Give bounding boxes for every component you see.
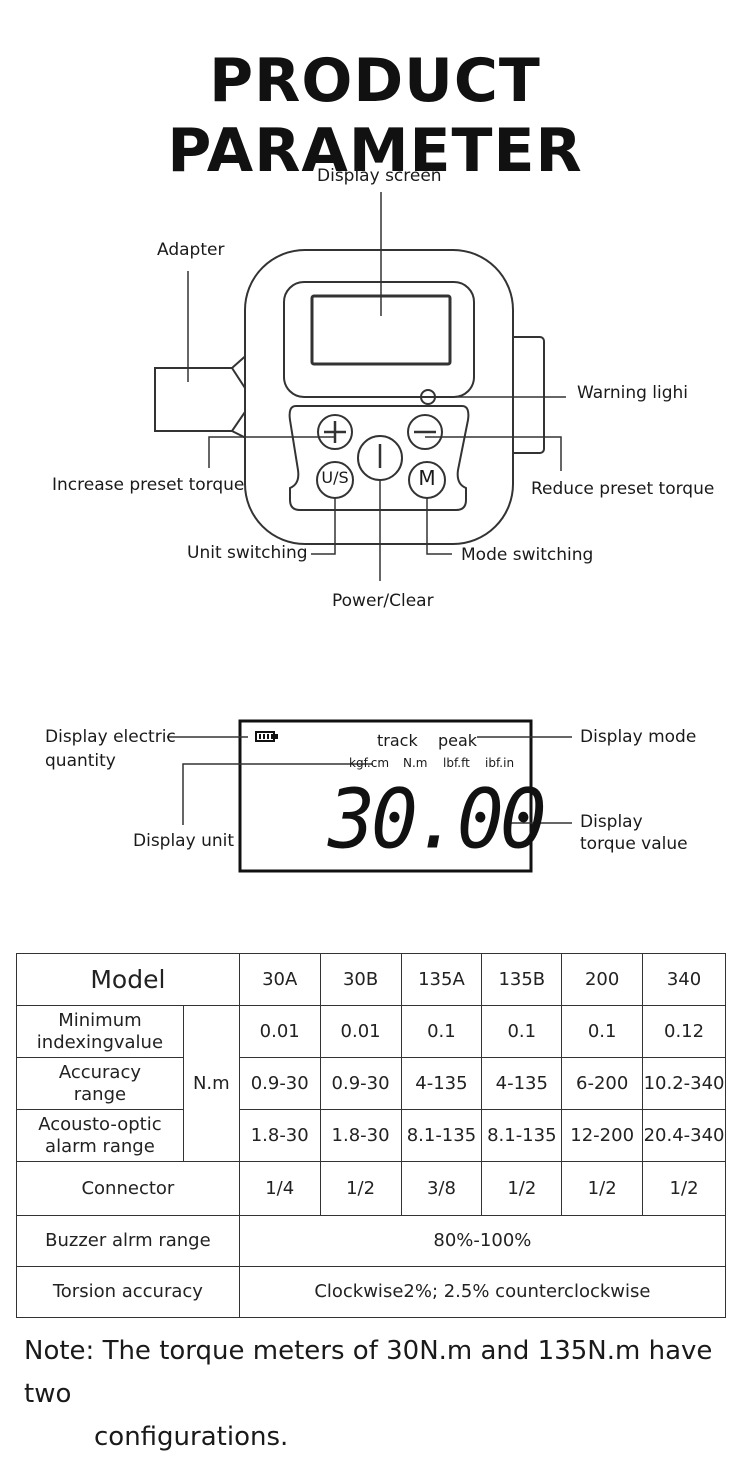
- table-cell: 1.8-30: [319, 1109, 402, 1162]
- row-label: Torsion accuracy: [16, 1266, 240, 1318]
- row-label: Buzzer alrm range: [16, 1215, 240, 1267]
- row-label: Minimum indexingvalue: [16, 1005, 184, 1058]
- leader-unit-display: [182, 763, 373, 825]
- table-cell: 0.01: [319, 1005, 402, 1058]
- table-cell: 8.1-135: [400, 1109, 483, 1162]
- table-row: Accuracy range 0.9-30 0.9-30 4-135 4-135…: [16, 1057, 726, 1110]
- row-label-line: indexingvalue: [36, 1031, 164, 1053]
- table-cell: 4-135: [481, 1057, 563, 1110]
- unit-cell: N.m: [182, 1005, 240, 1162]
- table-cell: 12-200: [561, 1109, 644, 1162]
- table-cell: 1/2: [481, 1161, 563, 1216]
- lcd-frame: [238, 719, 533, 873]
- row-label: Acousto-optic alarm range: [16, 1109, 184, 1162]
- table-cell: 80%-100%: [238, 1215, 727, 1267]
- table-cell: 10.2-340: [642, 1057, 726, 1110]
- note-line-1: Note: The torque meters of 30N.m and 135…: [24, 1336, 713, 1409]
- table-row: Minimum indexingvalue N.m 0.01 0.01 0.1 …: [16, 1005, 726, 1162]
- lcd-unit-nm: N.m: [403, 756, 428, 770]
- label-display-screen: Display screen: [317, 166, 442, 186]
- table-cell: 1/2: [561, 1161, 644, 1216]
- model-cell: 30A: [238, 953, 321, 1006]
- table-cell: 6-200: [561, 1057, 644, 1110]
- label-torque-1: Display: [580, 812, 643, 832]
- row-label-line: Minimum: [58, 1009, 142, 1031]
- lcd-mode-peak: peak: [438, 731, 478, 750]
- leader-increase: [208, 436, 335, 468]
- lcd-unit-lbfft: lbf.ft: [443, 756, 470, 770]
- model-cell: 30B: [319, 953, 402, 1006]
- parameter-table: Model 30A 30B 135A 135B 200 340 Minimum …: [16, 953, 727, 1318]
- plus-icon: [324, 421, 346, 443]
- table-cell: 0.9-30: [238, 1057, 321, 1110]
- row-label: Connector: [16, 1161, 240, 1216]
- model-cell: 135B: [481, 953, 563, 1006]
- model-header: Model: [16, 953, 240, 1006]
- label-unit-switching: Unit switching: [187, 543, 308, 563]
- label-electric-2: quantity: [45, 751, 116, 771]
- label-display-unit: Display unit: [133, 831, 235, 851]
- table-cell: 20.4-340: [642, 1109, 726, 1162]
- lcd-illustration: [167, 719, 572, 873]
- minus-button: [407, 414, 443, 450]
- table-cell: 0.1: [400, 1005, 483, 1058]
- table-cell: 1.8-30: [238, 1109, 321, 1162]
- table-cell: 1/2: [319, 1161, 402, 1216]
- table-row: Acousto-optic alarm range 1.8-30 1.8-30 …: [16, 1109, 726, 1162]
- lcd-unit-ibfin: ibf.in: [485, 756, 515, 770]
- button-panel: [288, 405, 470, 511]
- table-cell: 1/2: [642, 1161, 726, 1216]
- table-row-model: Model 30A 30B 135A 135B 200 340: [16, 953, 726, 1006]
- label-display-mode: Display mode: [580, 727, 697, 747]
- leader-unit: [311, 498, 336, 555]
- label-power-clear: Power/Clear: [332, 591, 434, 611]
- table-row-torsion: Torsion accuracy Clockwise2%; 2.5% count…: [16, 1266, 727, 1318]
- label-mode-switching: Mode switching: [461, 545, 594, 565]
- table-cell: 4-135: [400, 1057, 483, 1110]
- plus-button: [317, 414, 353, 450]
- device-illustration: [154, 192, 566, 581]
- page-title: PRODUCT PARAMETER: [167, 46, 583, 186]
- leader-reduce: [425, 436, 562, 471]
- note-line-2: configurations.: [94, 1422, 289, 1452]
- label-reduce: Reduce preset torque: [531, 479, 715, 499]
- leader-mode: [426, 498, 452, 555]
- label-torque-2: torque value: [580, 834, 688, 854]
- screen-bezel: [283, 281, 475, 398]
- table-cell: 0.01: [238, 1005, 321, 1058]
- row-label-line: Accuracy: [58, 1061, 142, 1083]
- table-cell: 3/8: [400, 1161, 483, 1216]
- row-label-line: Acousto-optic: [38, 1113, 162, 1135]
- label-adapter: Adapter: [157, 240, 225, 260]
- label-increase: Increase preset torque: [52, 475, 245, 495]
- table-cell: 0.12: [642, 1005, 726, 1058]
- lcd-mode-track: track: [377, 731, 418, 750]
- row-label-line: range: [73, 1083, 127, 1105]
- note: Note: The torque meters of 30N.m and 135…: [24, 1330, 750, 1459]
- table-cell: 0.1: [561, 1005, 644, 1058]
- lcd-unit-kgfcm: kgf.cm: [349, 756, 390, 770]
- table-row-buzzer: Buzzer alrm range 80%-100%: [16, 1215, 727, 1267]
- table-row-connector: Connector 1/4 1/2 3/8 1/2 1/2 1/2: [16, 1161, 726, 1216]
- table-cell: Clockwise2%; 2.5% counterclockwise: [238, 1266, 727, 1318]
- table-cell: 1/4: [238, 1161, 321, 1216]
- model-cell: 340: [642, 953, 726, 1006]
- model-cell: 200: [561, 953, 644, 1006]
- row-label-line: alarm range: [45, 1135, 155, 1157]
- label-warning-light: Warning lighi: [577, 383, 689, 403]
- battery-icon: [255, 731, 278, 742]
- label-electric-1: Display electric: [45, 727, 176, 747]
- lcd-torque-value: 30.00: [328, 772, 547, 868]
- model-cell: 135A: [400, 953, 483, 1006]
- m-button-label: M: [418, 466, 436, 490]
- adapter-drive: [154, 367, 246, 432]
- side-knob: [509, 336, 545, 454]
- table-cell: 8.1-135: [481, 1109, 563, 1162]
- us-button-label: U/S: [321, 468, 349, 487]
- table-cell: 0.1: [481, 1005, 563, 1058]
- row-label: Accuracy range: [16, 1057, 184, 1110]
- table-cell: 0.9-30: [319, 1057, 402, 1110]
